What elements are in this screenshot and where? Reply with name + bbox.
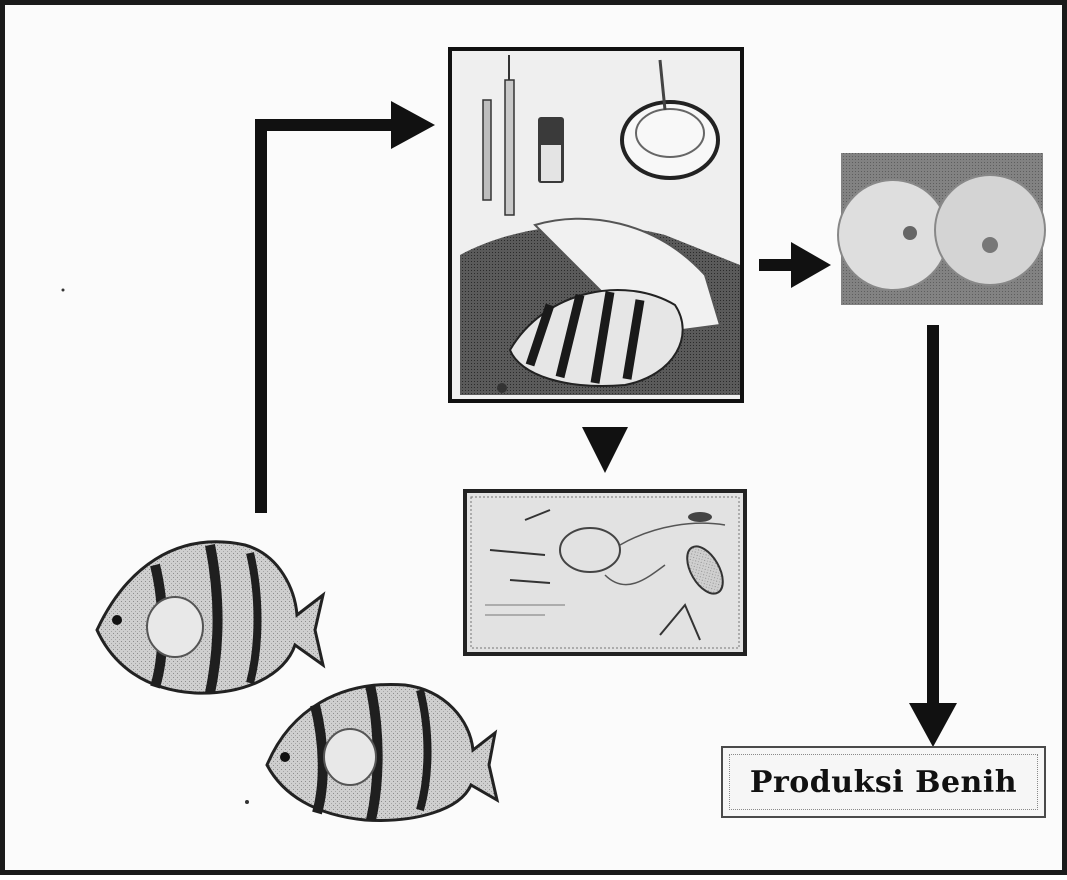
larvae-photo	[838, 153, 1045, 305]
arrow-injection-to-embryo	[582, 427, 628, 473]
arrow-injection-to-larvae	[759, 242, 831, 288]
arrow-larvae-to-output	[909, 325, 957, 747]
seed-production-box: Produksi Benih	[721, 746, 1046, 818]
broodstock-fish-icon	[97, 542, 323, 693]
arrow-broodstock-to-injection	[261, 101, 435, 513]
hormone-injection-photo	[450, 49, 742, 401]
embryo-development-photo	[465, 491, 745, 654]
seed-production-label: Produksi Benih	[750, 765, 1017, 800]
broodstock-fish-icon	[267, 684, 497, 820]
